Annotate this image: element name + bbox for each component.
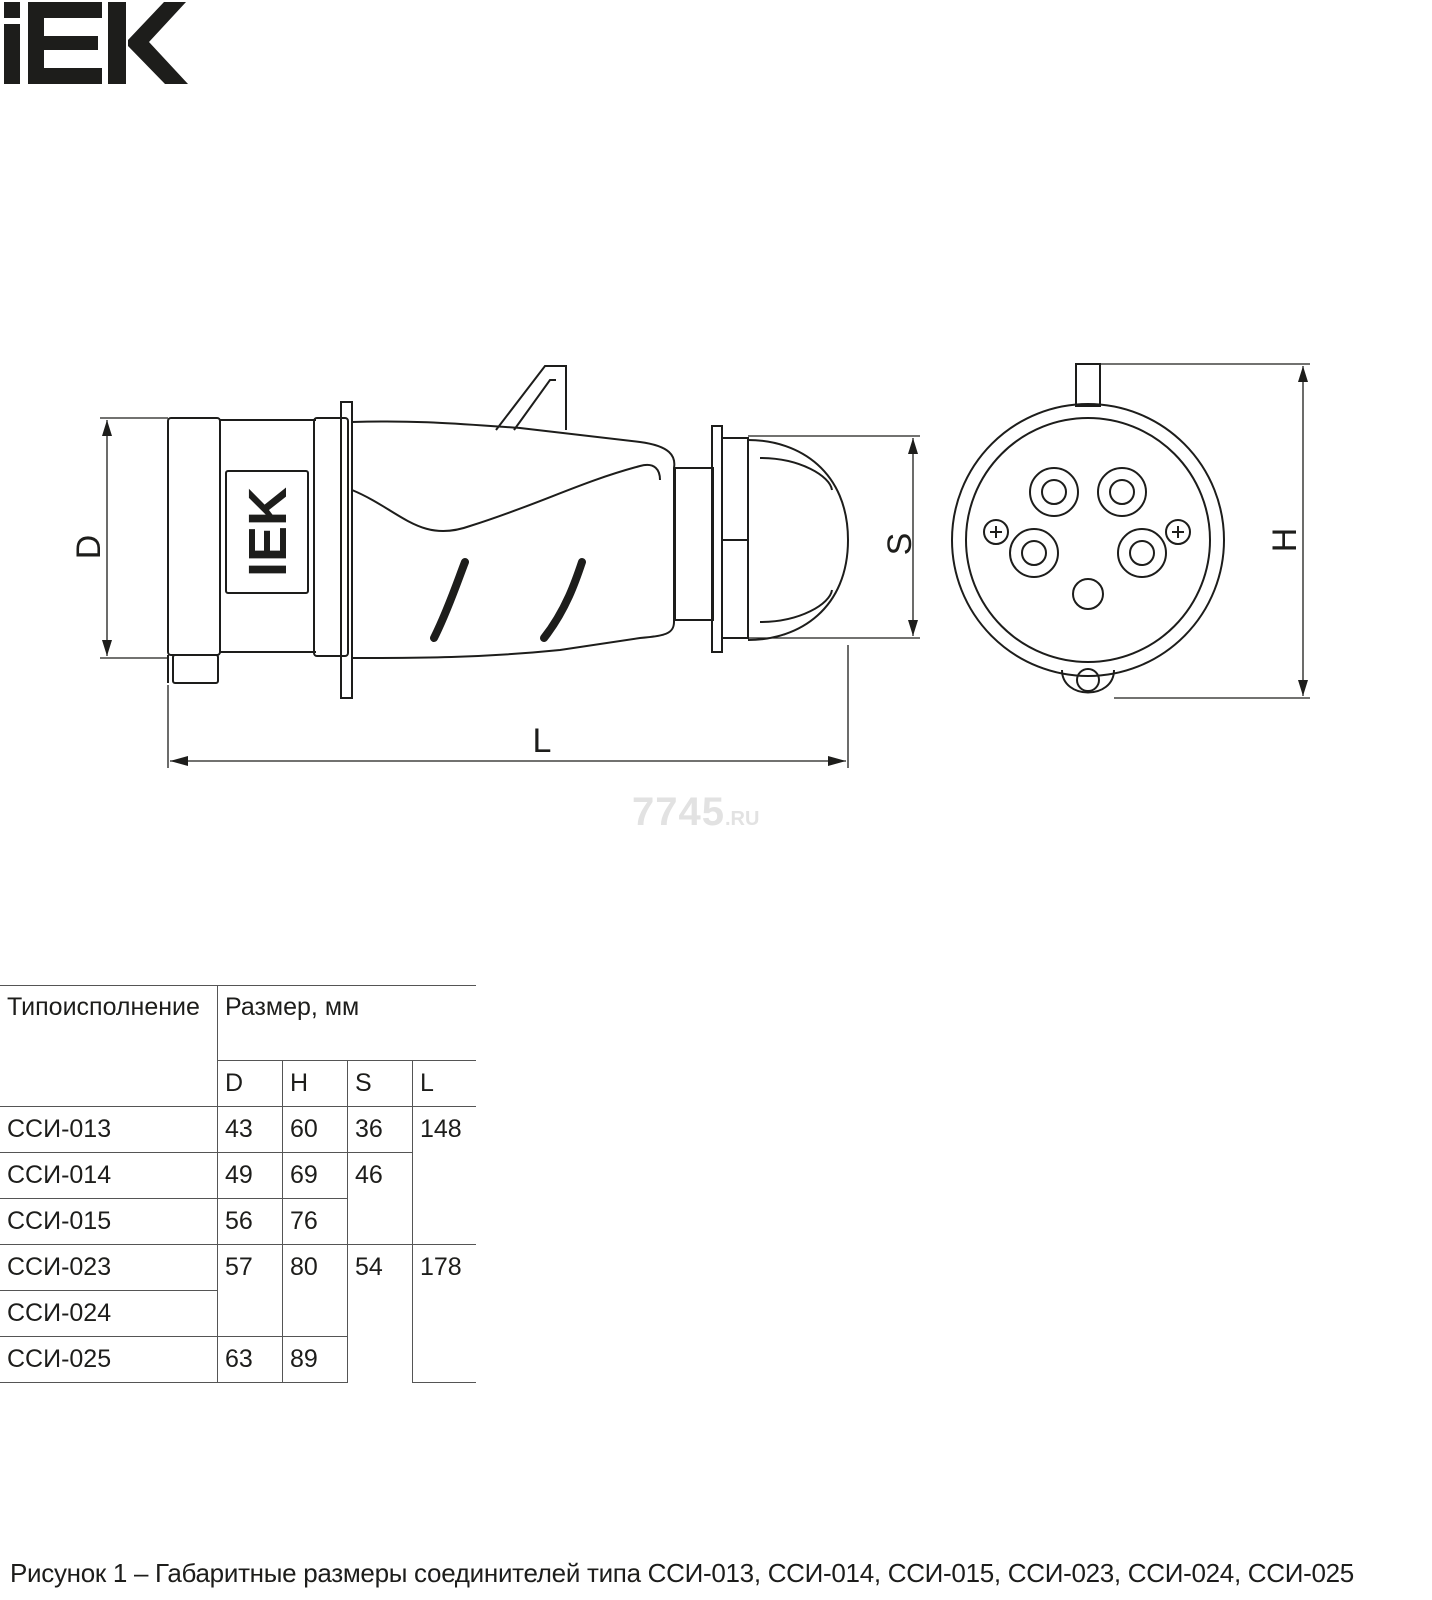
cell-l: 148 bbox=[412, 1106, 476, 1245]
table-row: ССИ-025 63 89 bbox=[0, 1336, 476, 1383]
cell-d: 57 bbox=[217, 1244, 283, 1337]
cell-l: 178 bbox=[412, 1244, 476, 1383]
cell-s: 46 bbox=[347, 1152, 413, 1245]
header-type: Типоисполнение bbox=[0, 985, 218, 1107]
dimension-label-h: H bbox=[1266, 528, 1304, 553]
row-type: ССИ-013 bbox=[0, 1106, 218, 1153]
column-s: S bbox=[347, 1060, 413, 1107]
iek-logo bbox=[4, 2, 188, 84]
row-type: ССИ-024 bbox=[0, 1290, 218, 1337]
row-type: ССИ-023 bbox=[0, 1244, 218, 1291]
cell-d: 56 bbox=[217, 1198, 283, 1245]
table-row: ССИ-014 49 69 46 bbox=[0, 1152, 476, 1245]
column-l: L bbox=[412, 1060, 476, 1107]
cell-s: 54 bbox=[347, 1244, 413, 1383]
cell-h: 89 bbox=[282, 1336, 348, 1383]
connector-side-view bbox=[167, 365, 850, 699]
cell-d: 43 bbox=[217, 1106, 283, 1153]
watermark-main: 7745 bbox=[632, 790, 725, 834]
dimension-label-s: S bbox=[881, 533, 919, 556]
table-column-row: D H S L bbox=[0, 1060, 476, 1107]
column-d: D bbox=[217, 1060, 283, 1107]
cell-h: 60 bbox=[282, 1106, 348, 1153]
cell-h: 76 bbox=[282, 1198, 348, 1245]
dimensions-table-container: Типоисполнение Размер, мм D H S L ССИ-01… bbox=[0, 985, 476, 1383]
column-h: H bbox=[282, 1060, 348, 1107]
row-type: ССИ-015 bbox=[0, 1198, 218, 1245]
connector-front-view bbox=[951, 363, 1225, 694]
cell-h: 69 bbox=[282, 1152, 348, 1199]
table-row: ССИ-024 bbox=[0, 1290, 476, 1337]
table-header-row: Типоисполнение Размер, мм bbox=[0, 985, 476, 1107]
row-type: ССИ-014 bbox=[0, 1152, 218, 1199]
dimension-lines bbox=[100, 363, 1310, 768]
table-row: ССИ-015 56 76 bbox=[0, 1198, 476, 1245]
figure-caption: Рисунок 1 – Габаритные размеры соедините… bbox=[10, 1558, 1354, 1588]
connector-drawing: D S H L IEK bbox=[70, 363, 1310, 768]
cell-h: 80 bbox=[282, 1244, 348, 1337]
cell-d: 63 bbox=[217, 1336, 283, 1383]
watermark: 7745.RU bbox=[632, 790, 759, 835]
dimensions-table: Типоисполнение Размер, мм D H S L ССИ-01… bbox=[0, 985, 476, 1383]
table-row: ССИ-013 43 60 36 148 bbox=[0, 1106, 476, 1245]
body-logo: IEK bbox=[238, 487, 298, 577]
dimension-label-d: D bbox=[70, 535, 108, 560]
table-row: ССИ-023 57 80 54 178 bbox=[0, 1244, 476, 1383]
watermark-suffix: .RU bbox=[724, 808, 760, 830]
dimension-label-l: L bbox=[533, 722, 552, 760]
cell-d: 49 bbox=[217, 1152, 283, 1199]
cell-s: 36 bbox=[347, 1106, 413, 1153]
header-size: Размер, мм bbox=[217, 985, 476, 1061]
row-type: ССИ-025 bbox=[0, 1336, 218, 1383]
